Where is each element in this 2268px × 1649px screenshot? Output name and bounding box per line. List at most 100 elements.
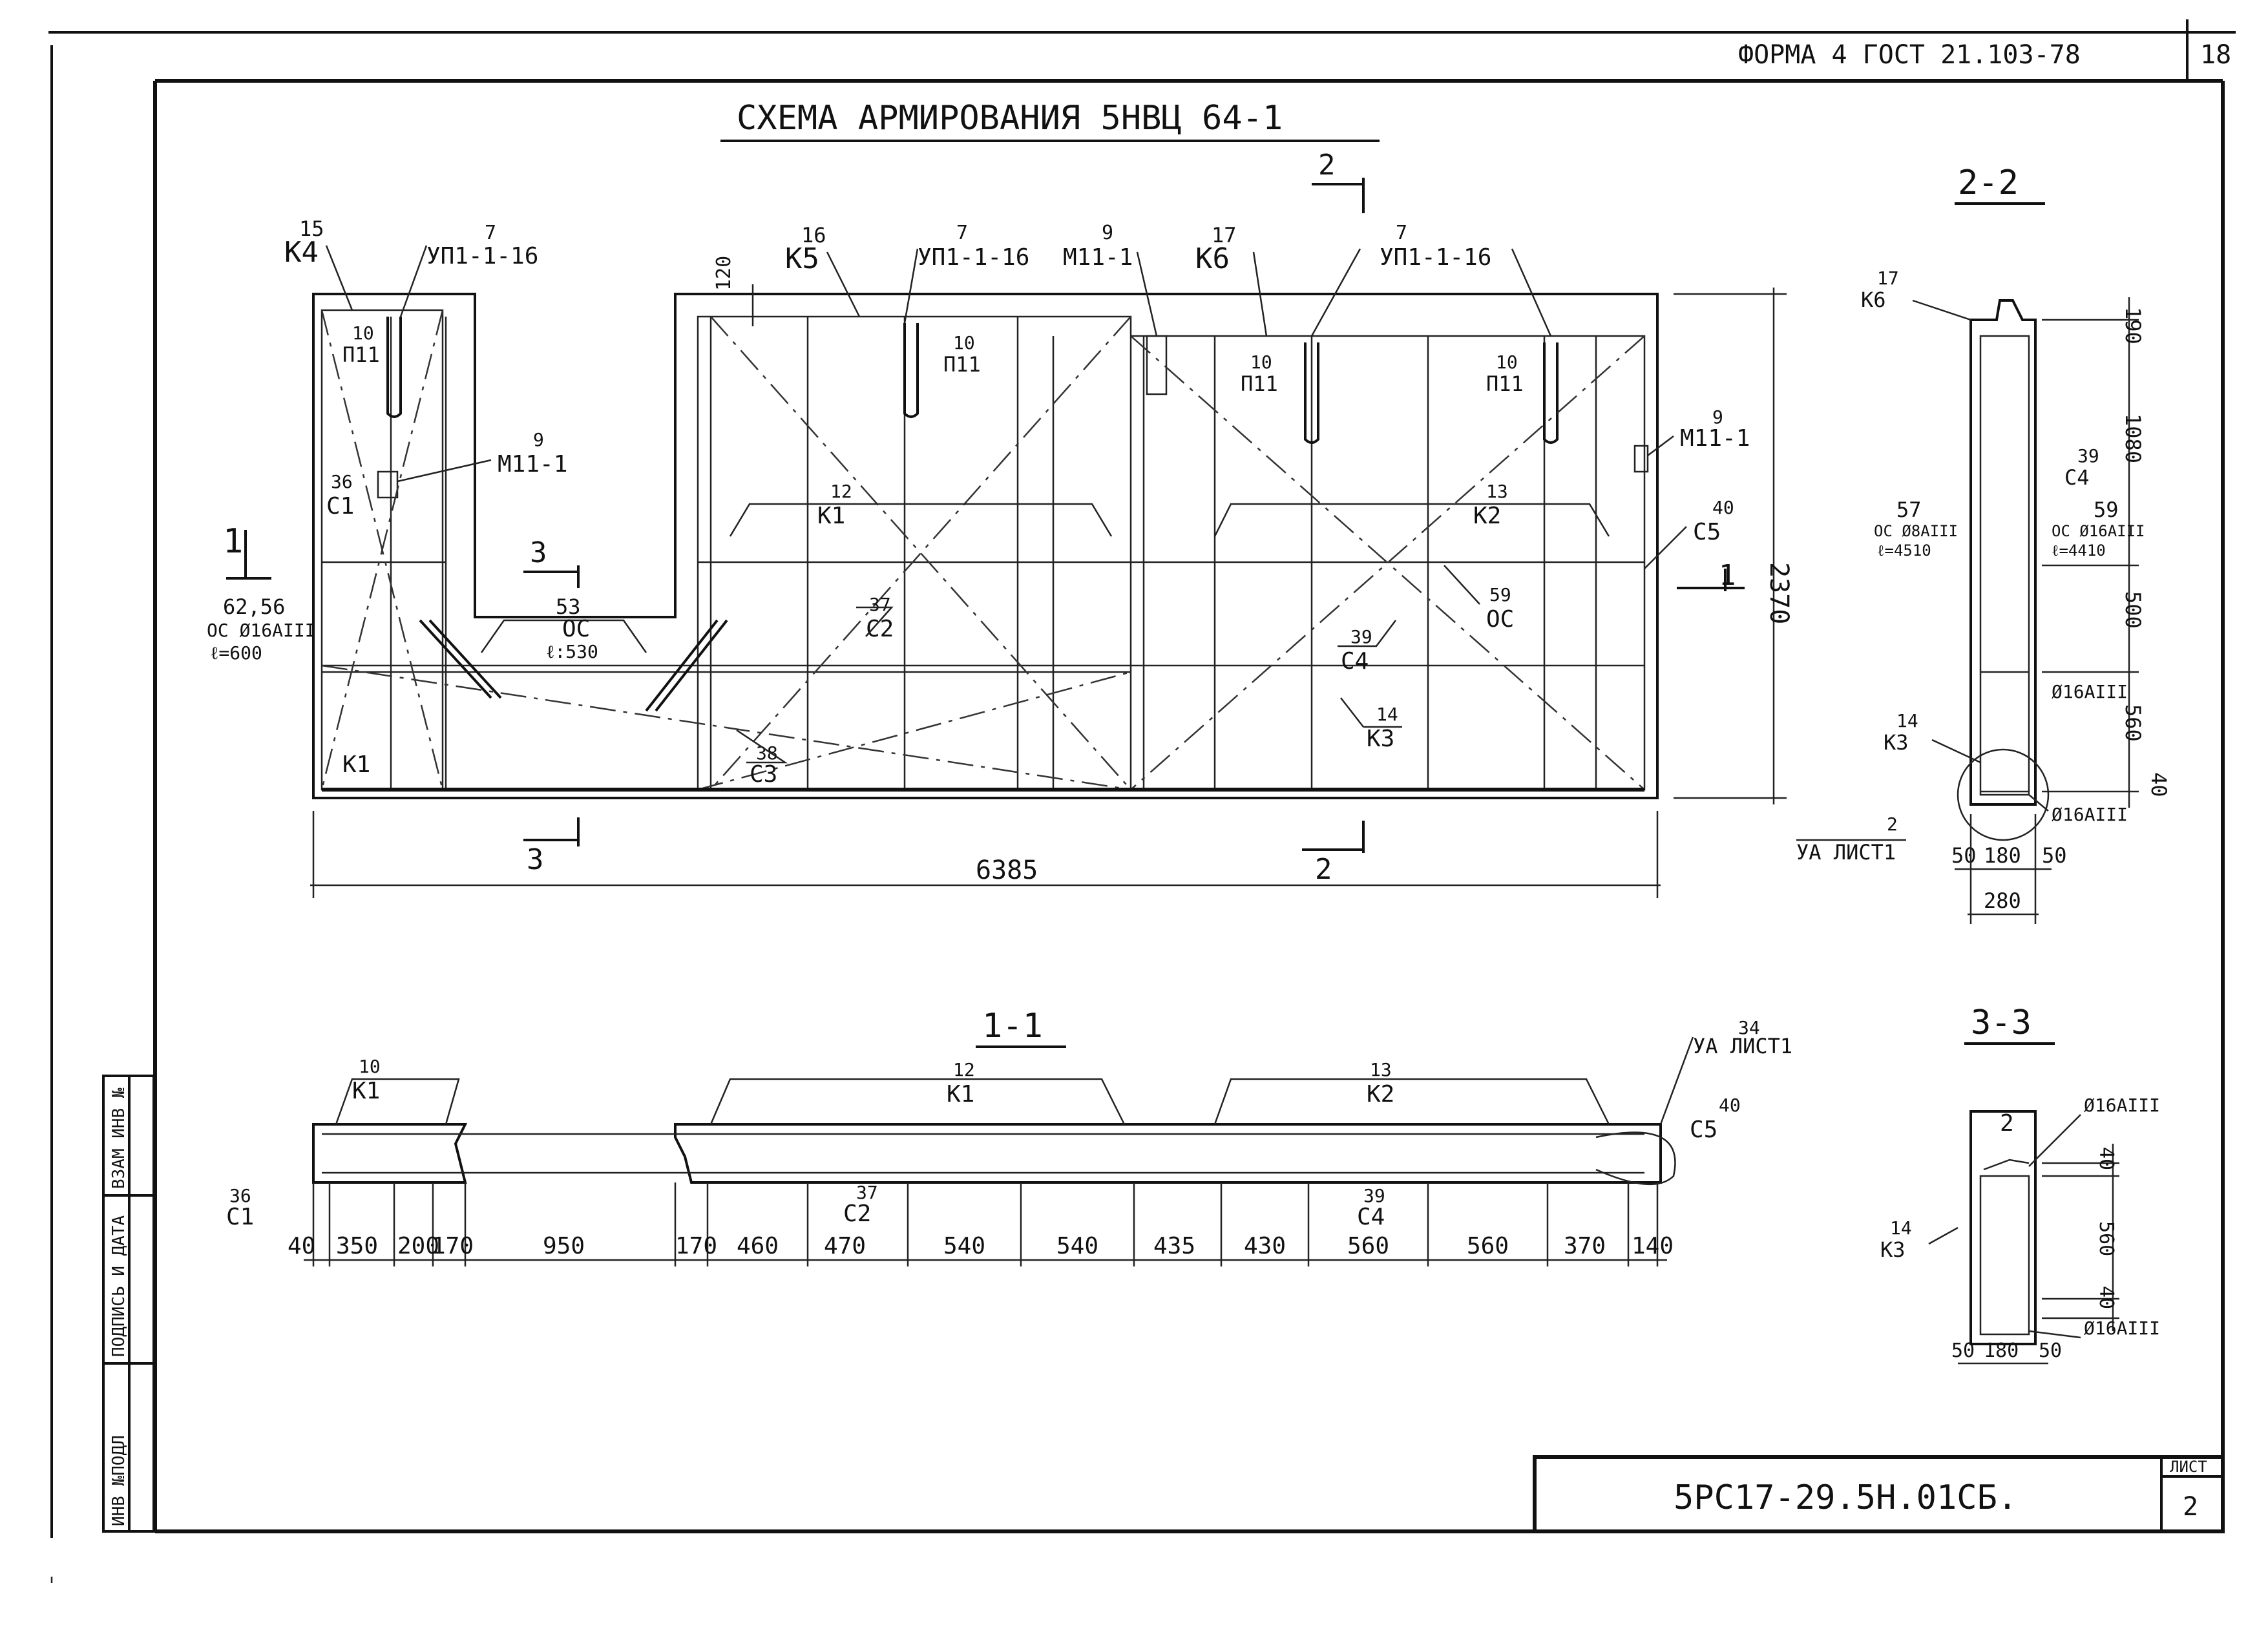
s22-ua-label: УА ЛИСТ1	[1796, 840, 1896, 865]
s11-dim-7: 460	[737, 1233, 779, 1259]
s11-dim-1: 40	[288, 1233, 315, 1259]
s22-dim-h-1: 50	[1951, 843, 1977, 868]
s11-dim-14: 560	[1467, 1233, 1509, 1259]
s22-dim-total: 280	[1984, 888, 2021, 913]
cut-mark-2-bottom: 2	[1315, 853, 1332, 886]
cut-mark-2-top: 2	[1318, 149, 1336, 182]
wall-elevation: 15 К4 7 УП1-1-16 16 К5 7 УП1-1-16 9 М11-…	[207, 149, 1794, 898]
s11-dim-3: 200	[397, 1233, 439, 1259]
s22-bar59-spec: ОС Ø16АIII	[2052, 522, 2145, 540]
s33-rebar2: Ø16АIII	[2084, 1318, 2160, 1339]
oc53-label: ОС	[562, 616, 590, 642]
up3-num: 7	[1396, 222, 1407, 244]
s11-dim-10: 540	[1056, 1233, 1098, 1259]
form-label: ФОРМА 4 ГОСТ 21.103-78	[1738, 40, 2081, 70]
k3-num: 14	[1376, 704, 1398, 725]
oc53-len: ℓ:530	[546, 641, 598, 662]
s33-k3-label: К3	[1880, 1237, 1906, 1262]
s22-rebar2: Ø16АIII	[2052, 804, 2128, 825]
s11-dim-6: 170	[675, 1233, 717, 1259]
s11-dim-8: 470	[824, 1233, 866, 1259]
s11-ua-label: УА ЛИСТ1	[1693, 1034, 1792, 1058]
s33-dim-h-3: 50	[2039, 1339, 2062, 1362]
s33-dim-h-2: 180	[1984, 1339, 2019, 1362]
s11-c1-label: С1	[226, 1204, 254, 1230]
s11-c5-num: 40	[1719, 1095, 1741, 1116]
c3-label: С3	[750, 761, 777, 788]
s11-dim-11: 435	[1153, 1233, 1195, 1259]
k6-num: 17	[1212, 223, 1237, 247]
sheet-label: ЛИСТ	[2170, 1458, 2207, 1476]
s22-rebar1: Ø16АIII	[2052, 681, 2128, 702]
sidebar-inv: ИНВ №ПОДЛ	[109, 1435, 129, 1526]
title-block: 5РС17-29.5Н.01СБ. ЛИСТ 2	[1533, 1455, 2225, 1533]
oc59-num: 59	[1489, 584, 1511, 605]
s11-k1b-label: К1	[947, 1081, 974, 1108]
c4-num: 39	[1350, 626, 1372, 647]
cut-mark-3-top: 3	[530, 536, 547, 569]
k6-label: К6	[1195, 242, 1230, 275]
width-dim: 6385	[976, 856, 1038, 885]
s11-c5-label: С5	[1690, 1117, 1717, 1143]
c5-num: 40	[1712, 497, 1734, 518]
top-offset-dim: 120	[713, 256, 735, 291]
s22-k6-label: К6	[1861, 288, 1886, 312]
s11-dim-ticks	[312, 1182, 1659, 1266]
s22-dim-v-4: 560	[2121, 704, 2145, 742]
k3-label: К3	[1367, 726, 1394, 752]
section-1-1: 1-1 10 К1 12 К1 13 К2 34 УА ЛИСТ1 40 С5 …	[226, 1007, 1792, 1266]
s33-k3-num: 14	[1890, 1217, 1912, 1239]
sidebar-vzam: ВЗАМ ИНВ №	[109, 1087, 129, 1189]
s22-ua-num: 2	[1887, 814, 1898, 835]
sidebar-stamp: ВЗАМ ИНВ № ПОДПИСЬ И ДАТА ИНВ №ПОДЛ	[102, 1075, 155, 1533]
p11d-label: П11	[1486, 372, 1524, 396]
k1a-num: 12	[830, 481, 852, 502]
m11-top-num: 9	[1102, 222, 1113, 244]
s22-c4-label: С4	[2064, 465, 2090, 490]
s22-bar57-len: ℓ=4510	[1877, 541, 1931, 560]
s11-k1a-label: К1	[352, 1078, 380, 1104]
up2-label: УП1-1-16	[918, 244, 1029, 271]
bar62-len: ℓ=600	[210, 642, 262, 664]
bar62-num: 62,56	[223, 594, 285, 619]
m11-left-label: М11-1	[498, 451, 567, 478]
s11-dim-2: 350	[336, 1233, 378, 1259]
p11b-num: 10	[953, 332, 975, 353]
p11a-num: 10	[352, 322, 374, 344]
s22-k6-num: 17	[1877, 268, 1899, 289]
s33-dim-v-3: 40	[2095, 1286, 2117, 1309]
k4-label: К4	[284, 236, 319, 269]
s11-k1a-num: 10	[359, 1056, 381, 1077]
s22-dim-h-2: 180	[1984, 843, 2021, 868]
up3-label: УП1-1-16	[1380, 244, 1491, 271]
oc59-label: ОС	[1486, 606, 1514, 633]
up1-label: УП1-1-16	[426, 243, 538, 269]
bar62-spec: ОС Ø16АIII	[207, 620, 316, 641]
up2-num: 7	[956, 222, 968, 244]
s11-k2-num: 13	[1370, 1059, 1392, 1080]
k4-num: 15	[299, 216, 324, 241]
drawing-title-group: СХЕМА АРМИРОВАНИЯ 5НВЦ 64-1	[720, 99, 1380, 142]
s22-bar59-num: 59	[2094, 498, 2119, 522]
s33-dim-v-1: 40	[2095, 1147, 2117, 1170]
section-2-2-title: 2-2	[1958, 163, 2019, 202]
p11d-num: 10	[1496, 352, 1518, 373]
s11-k1b-num: 12	[953, 1059, 975, 1080]
c1-label: С1	[326, 493, 354, 520]
s11-dim-12: 430	[1244, 1233, 1286, 1259]
s11-dim-5: 950	[543, 1233, 585, 1259]
s11-c4-num: 39	[1363, 1185, 1385, 1206]
s22-k3-num: 14	[1896, 710, 1918, 731]
s11-c4-label: С4	[1357, 1204, 1385, 1230]
p11c-label: П11	[1241, 372, 1278, 396]
s33-rebar1: Ø16АIII	[2084, 1095, 2160, 1116]
section-3-3: 3-3 2 Ø16АIII Ø16АIII 40 560 40 14 К3 50…	[1880, 1003, 2160, 1365]
m11-top-label: М11-1	[1063, 244, 1133, 271]
corner-number: 18	[2200, 40, 2231, 70]
m11-right-num: 9	[1712, 406, 1723, 428]
k2a-num: 13	[1486, 481, 1508, 502]
s22-bar59-len: ℓ=4410	[2052, 541, 2106, 560]
s11-dim-15: 370	[1564, 1233, 1606, 1259]
cut-mark-3-bottom: 3	[527, 843, 544, 876]
s33-top-mark: 2	[2000, 1110, 2014, 1137]
